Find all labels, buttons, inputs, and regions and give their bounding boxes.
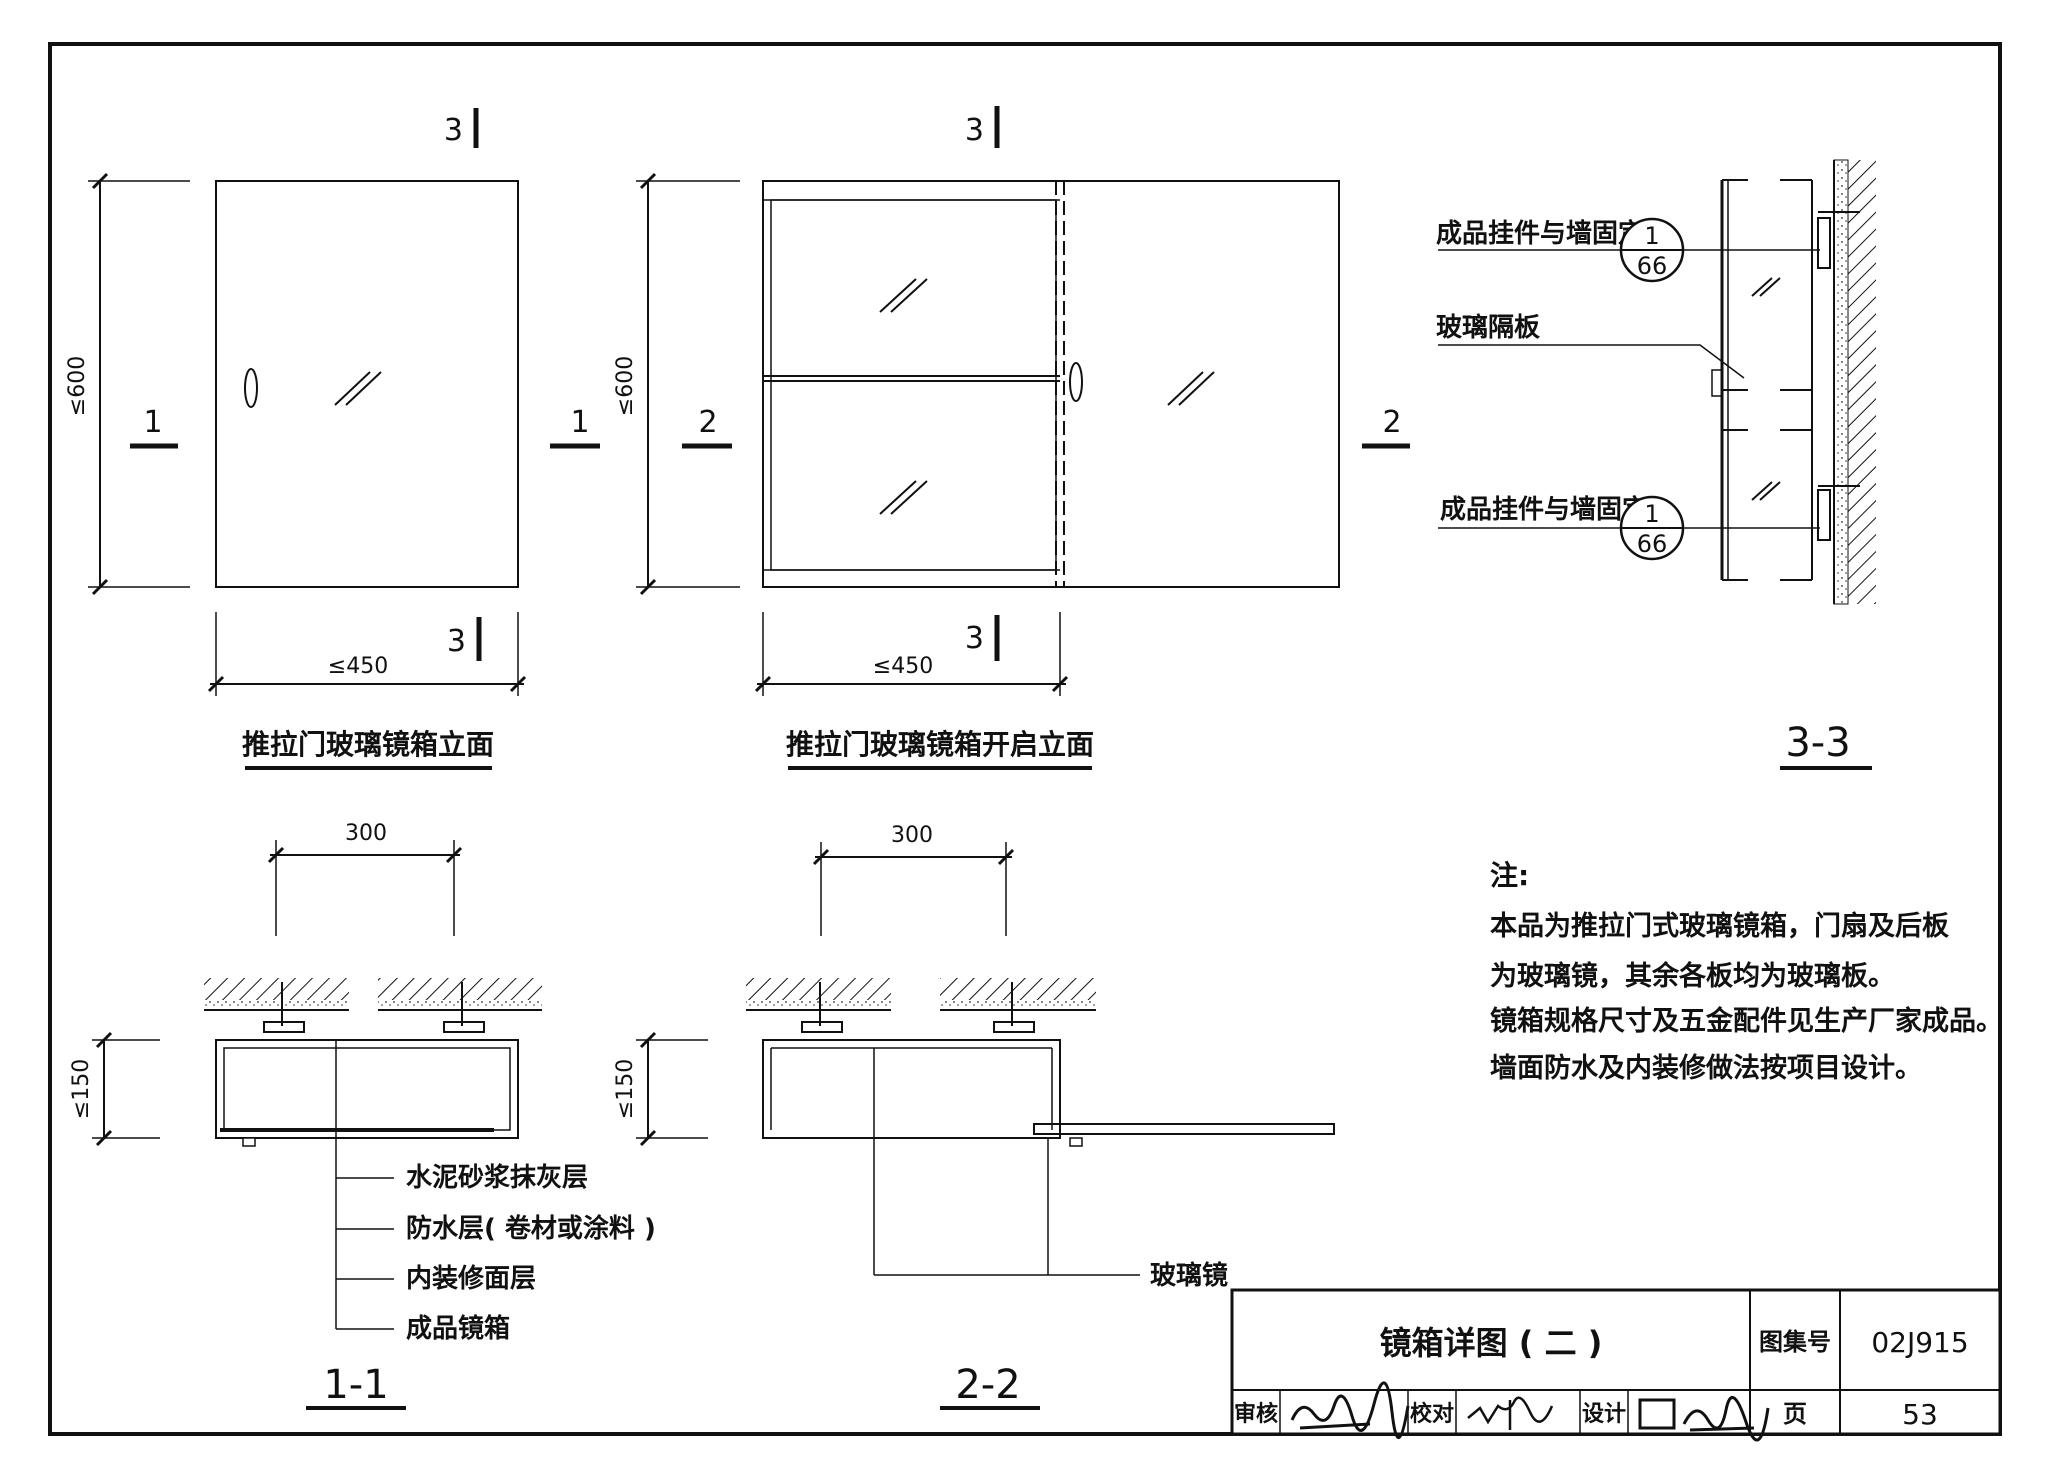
door-handle-icon: [244, 368, 258, 408]
cabinet-outline-closed: [215, 180, 519, 588]
detail-ref-upper-bottom: 66: [1637, 252, 1668, 280]
atlas-label: 图集号: [1759, 1328, 1831, 1356]
notes-line-4: 墙面防水及内装修做法按项目设计。: [1490, 1052, 1922, 1084]
detail-ref-lower-bottom: 66: [1637, 530, 1668, 558]
plan-width-a: 300: [345, 821, 387, 846]
signature-checker: [1467, 1396, 1554, 1430]
notes-heading: 注:: [1490, 859, 1529, 892]
wall-hatch: [1848, 160, 1876, 604]
elevation-closed: ≤600 ≤450 3 3 1 1 推拉门玻璃镜箱立面: [65, 108, 600, 770]
review-label: 审核: [1234, 1401, 1278, 1427]
section-mark-3-top-a: 3: [444, 113, 463, 148]
width-dim-b: ≤450: [873, 654, 933, 679]
detail-ref-lower-top: 1: [1644, 500, 1659, 528]
section-1-1: 300 ≤150 水泥砂浆抹灰层 防水层( 卷材或涂料 ) 内装修面层: [69, 821, 656, 1410]
caption-elevation-open: 推拉门玻璃镜箱开启立面: [786, 728, 1094, 761]
design-label: 设计: [1582, 1402, 1626, 1427]
section-mark-3-top-b: 3: [965, 113, 984, 148]
notes-line-3: 镜箱规格尺寸及五金配件见生产厂家成品。: [1490, 1005, 2003, 1037]
layer-label-cabinet: 成品镜箱: [406, 1313, 510, 1344]
section-mark-3-bottom-b: 3: [965, 621, 984, 656]
section-mark-3-bottom-a: 3: [447, 624, 466, 659]
depth-dim-b: ≤150: [613, 1059, 638, 1119]
drawing-title: 镜箱详图 ( 二 ): [1380, 1324, 1603, 1362]
section-title-2-2: 2-2: [955, 1362, 1020, 1408]
title-block: 镜箱详图 ( 二 ) 图集号 02J915 审核 校对 设计 页 53: [1230, 1288, 2002, 1442]
depth-dim-a: ≤150: [69, 1059, 94, 1119]
door-handle-icon: [1069, 362, 1083, 402]
signature-reviewer: [1290, 1381, 1410, 1439]
layer-label-waterproof: 防水层( 卷材或涂料 ): [406, 1213, 656, 1244]
sheet-border: [48, 42, 2002, 1436]
section-title-3-3: 3-3: [1785, 720, 1850, 766]
section-mark-1-right: 1: [570, 405, 589, 440]
section-title-1-1: 1-1: [323, 1362, 388, 1408]
glass-shelf-label: 玻璃隔板: [1436, 312, 1540, 343]
layer-label-finish: 内装修面层: [406, 1263, 536, 1294]
cabinet-outline-open: [762, 180, 1340, 588]
page-label: 页: [1783, 1400, 1807, 1428]
section-2-2: 300 ≤150 玻璃镜 2-2: [613, 823, 1335, 1410]
fix-label-upper: 成品挂件与墙固定: [1436, 218, 1644, 249]
section-mark-1-left: 1: [143, 405, 162, 440]
height-dim-a: ≤600: [65, 356, 90, 416]
check-label: 校对: [1410, 1401, 1454, 1427]
section-mark-2-left: 2: [698, 405, 717, 440]
elevation-open: ≤600 ≤450 3 3 2 2 推拉门玻璃镜箱开启立面: [613, 106, 1410, 770]
page-number: 53: [1902, 1398, 1938, 1431]
mirror-label: 玻璃镜: [1150, 1260, 1228, 1291]
fix-label-lower: 成品挂件与墙固定: [1440, 494, 1648, 525]
signature-designer: [1638, 1396, 1770, 1442]
atlas-number: 02J915: [1871, 1326, 1968, 1359]
notes-line-2: 为玻璃镜，其余各板均为玻璃板。: [1490, 960, 1895, 992]
notes-block: 注: 本品为推拉门式玻璃镜箱，门扇及后板 为玻璃镜，其余各板均为玻璃板。 镜箱规…: [1490, 859, 2003, 1084]
detail-ref-upper-top: 1: [1644, 222, 1659, 250]
width-dim-a: ≤450: [328, 654, 388, 679]
height-dim-b: ≤600: [613, 356, 638, 416]
plan-width-b: 300: [891, 823, 933, 848]
layer-label-plaster: 水泥砂浆抹灰层: [406, 1162, 588, 1193]
notes-line-1: 本品为推拉门式玻璃镜箱，门扇及后板: [1490, 910, 1949, 942]
section-3-3: 成品挂件与墙固定 玻璃隔板 成品挂件与墙固定 1 66 1 66 3-3: [1436, 159, 1876, 770]
section-mark-2-right: 2: [1382, 405, 1401, 440]
caption-elevation-closed: 推拉门玻璃镜箱立面: [242, 728, 494, 761]
